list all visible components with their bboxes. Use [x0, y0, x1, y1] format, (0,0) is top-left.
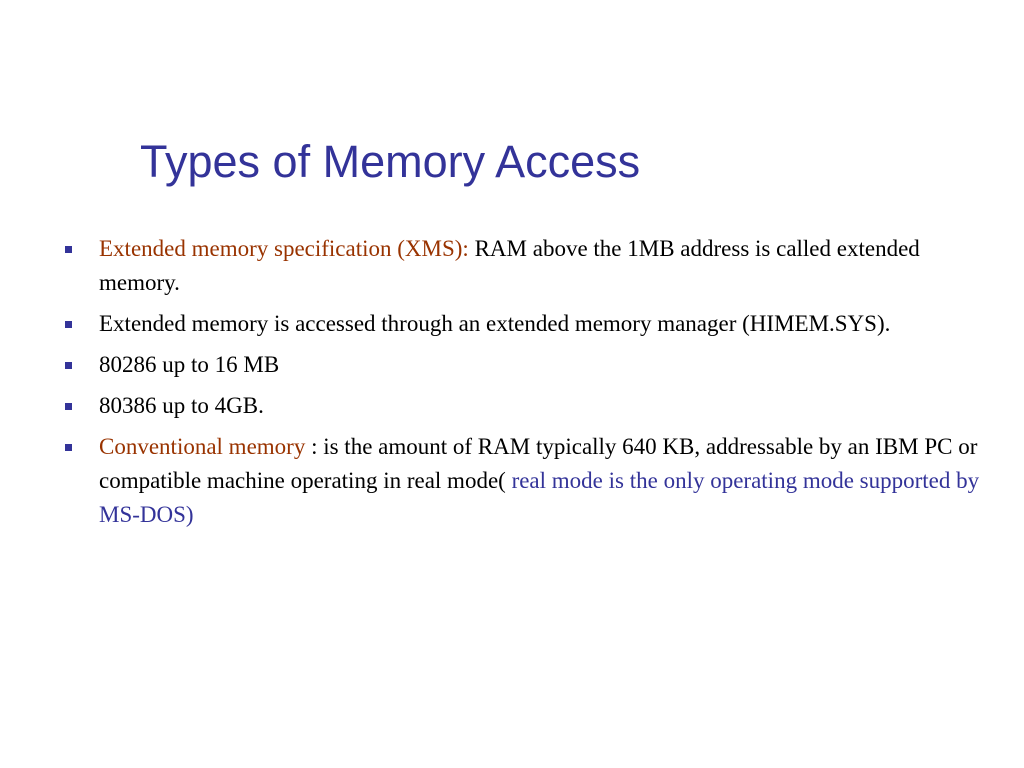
square-bullet-icon: [65, 321, 72, 328]
square-bullet-icon: [65, 444, 72, 451]
bullet-item-xms: Extended memory specification (XMS): RAM…: [60, 232, 1000, 300]
bullet-item-conventional-memory: Conventional memory : is the amount of R…: [60, 430, 1000, 532]
real-mode-note: real mode is the only operating mode sup…: [99, 468, 980, 527]
bullet-text: 80386 up to 4GB.: [99, 393, 264, 418]
bullet-item-himem: Extended memory is accessed through an e…: [60, 307, 1000, 341]
bullet-text: 80286 up to 16 MB: [99, 352, 280, 377]
square-bullet-icon: [65, 362, 72, 369]
slide-title: Types of Memory Access: [140, 136, 641, 187]
square-bullet-icon: [65, 403, 72, 410]
bullet-text: : is the amount of RAM typically 640 KB,…: [99, 434, 978, 493]
bullet-item-80286: 80286 up to 16 MB: [60, 348, 1000, 382]
term-conventional-memory: Conventional memory: [99, 434, 306, 459]
bullet-text: Extended memory is accessed through an e…: [99, 311, 891, 336]
bullet-text: RAM above the 1MB address is called exte…: [99, 236, 920, 295]
term-extended-memory-specification: Extended memory specification (XMS):: [99, 236, 469, 261]
square-bullet-icon: [65, 246, 72, 253]
bullet-list: Extended memory specification (XMS): RAM…: [60, 232, 1000, 539]
bullet-item-80386: 80386 up to 4GB.: [60, 389, 1000, 423]
